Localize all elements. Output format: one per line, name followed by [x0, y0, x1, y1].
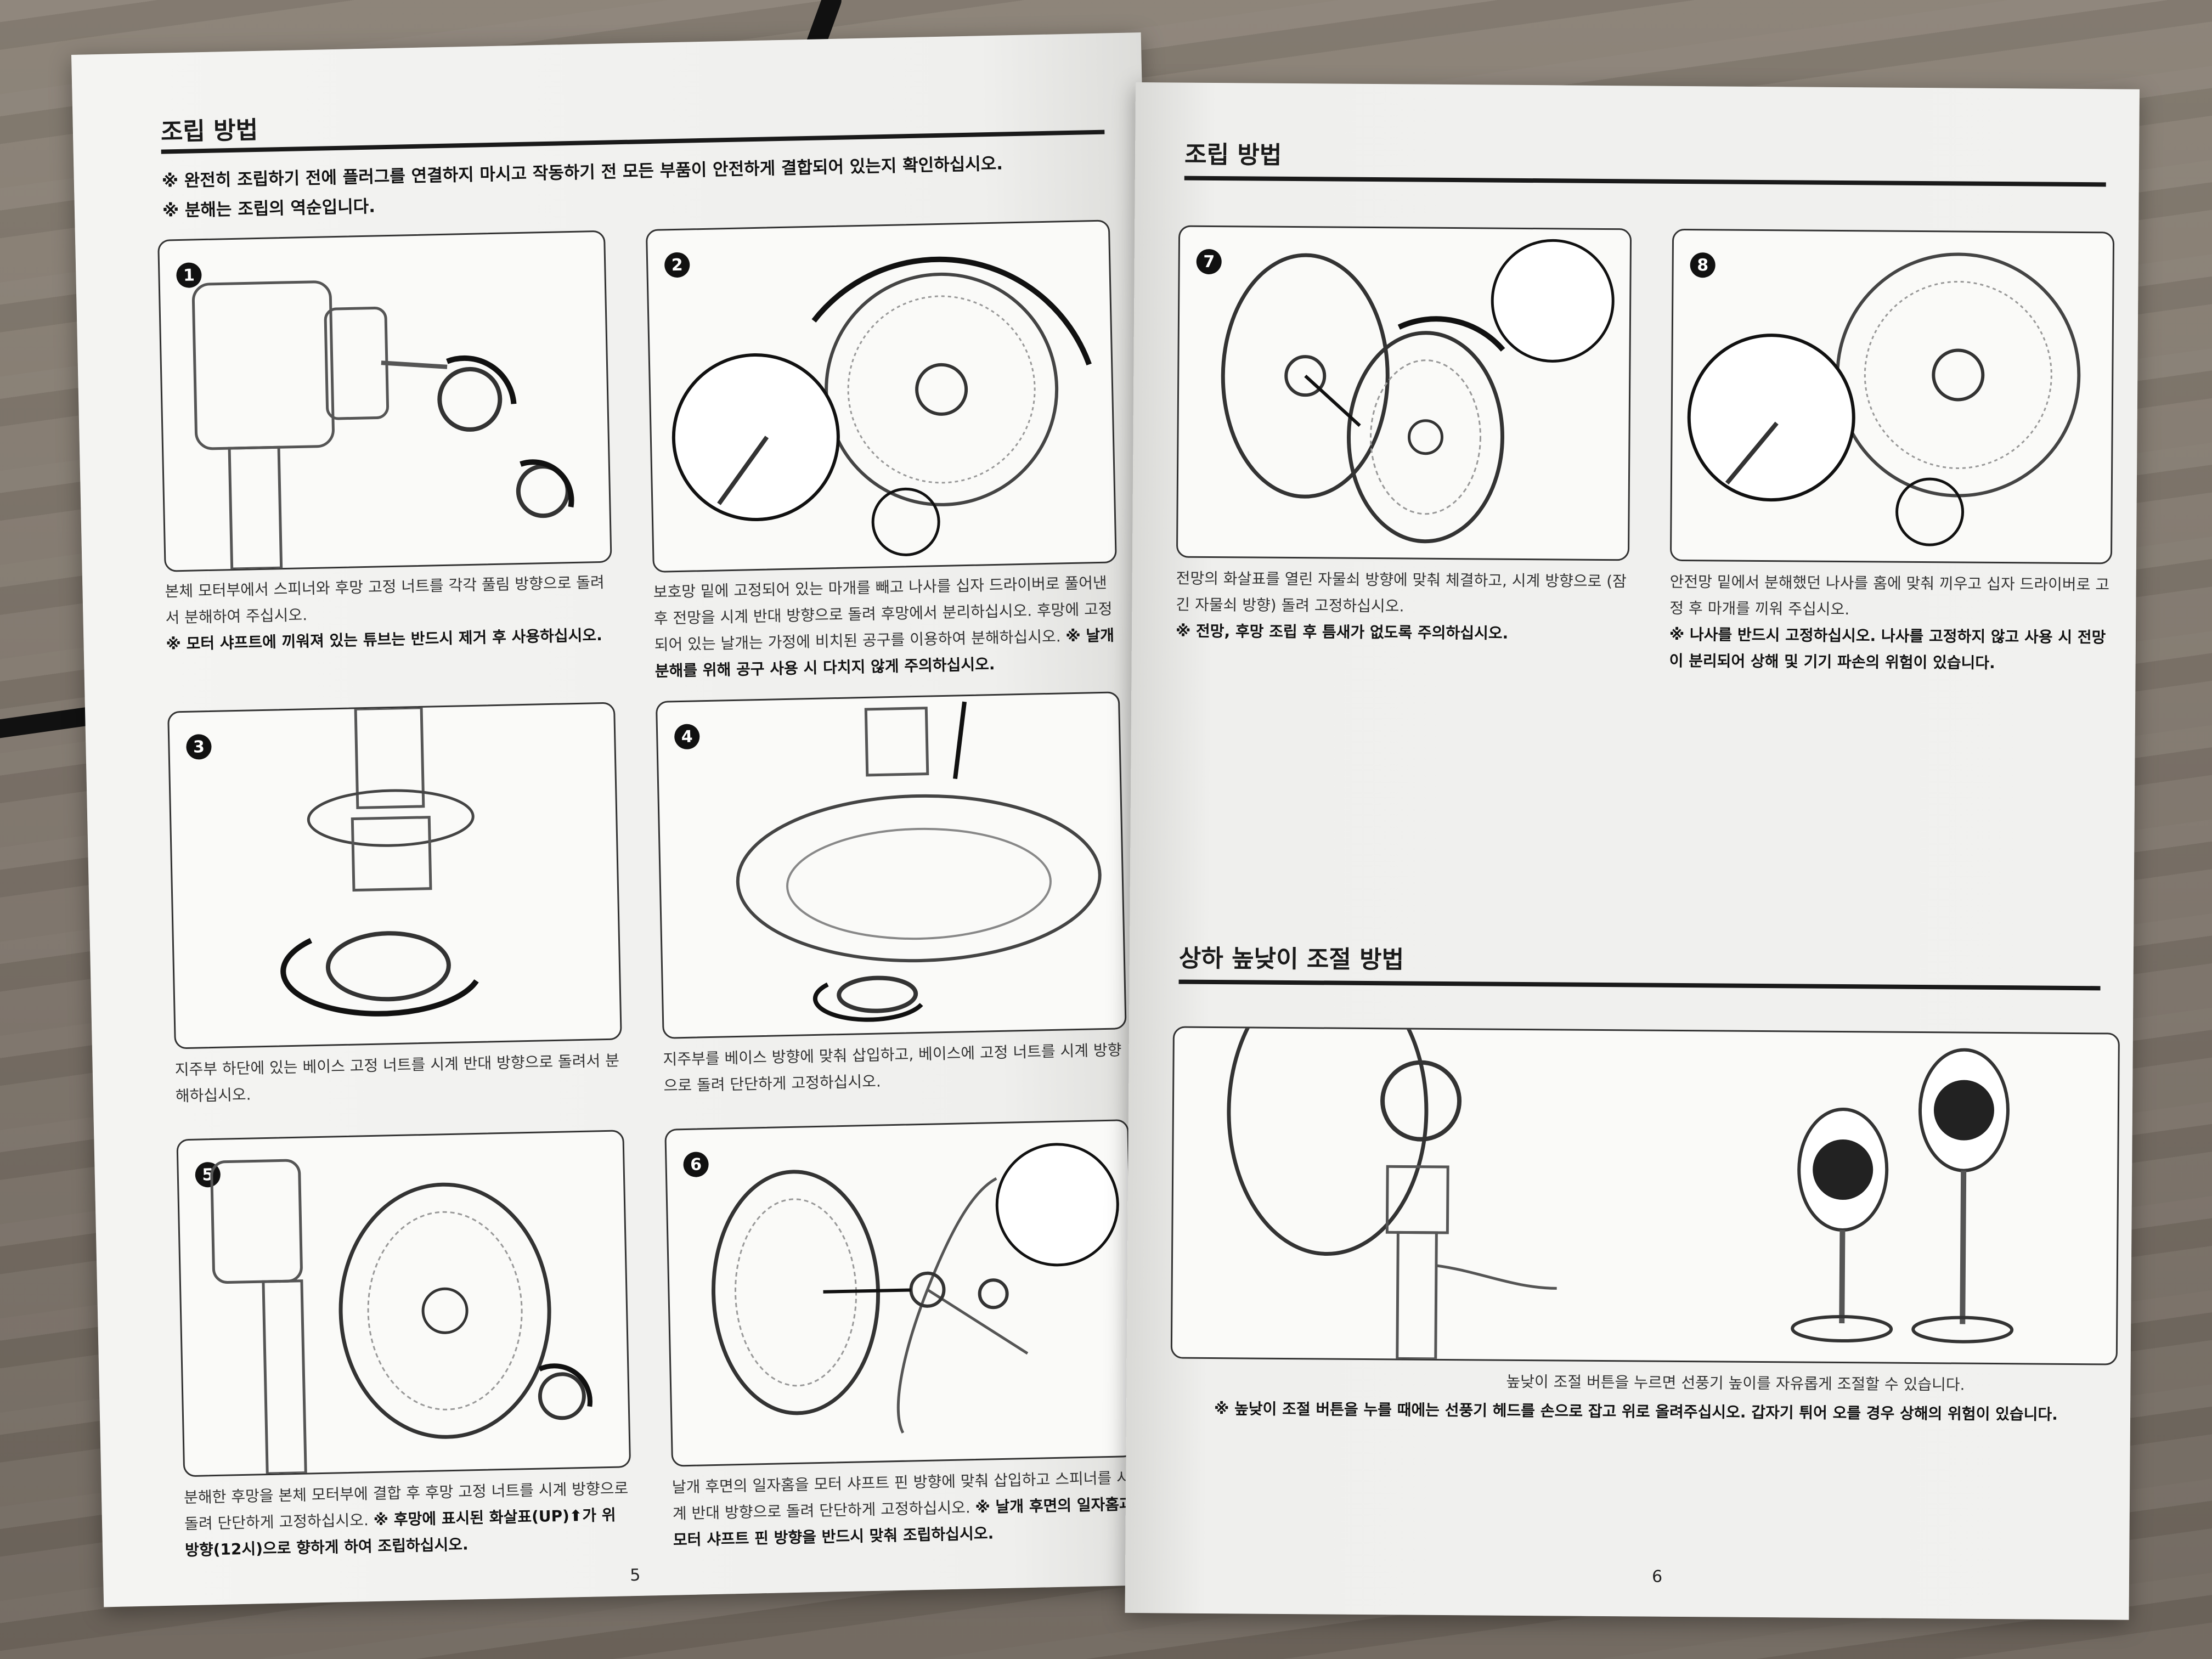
- step-6-illustration: 6: [664, 1119, 1136, 1467]
- step-3-illustration: 3: [167, 702, 622, 1049]
- rear-guard-drawing: [210, 1159, 592, 1475]
- height-section-title: 상하 높낮이 조절 방법: [1178, 944, 1404, 974]
- height-adjust-illustration: [1170, 1026, 2120, 1365]
- step-7-illustration: 7: [1176, 225, 1632, 561]
- manual-page-left: 조립 방법 ※ 완전히 조립하기 전에 플러그를 연결하지 마시고 작동하기 전…: [71, 32, 1173, 1607]
- front-guard-drawing: [1221, 239, 1615, 544]
- step-7-warning: ※ 전망, 후망 조립 후 틈새가 없도록 주의하십시오.: [1175, 622, 1509, 642]
- height-button-drawing: [1227, 1028, 2014, 1361]
- base-nut-drawing: [280, 706, 479, 1017]
- step-8-caption: 안전망 밑에서 분해했던 나사를 홈에 맞춰 끼우고 십자 드라이버로 고정 후…: [1669, 572, 2110, 619]
- pole-base-drawing: [736, 701, 1102, 1022]
- assembly-note-1: ※ 완전히 조립하기 전에 플러그를 연결하지 마시고 작동하기 전 모든 부품…: [161, 154, 1003, 191]
- page-title: 조립 방법: [160, 116, 258, 146]
- assembly-note-2: ※ 분해는 조립의 역순입니다.: [162, 196, 376, 221]
- motor-spinner-drawing: [191, 280, 574, 571]
- page-number-left: 5: [629, 1565, 641, 1585]
- step-5-illustration: 5: [176, 1130, 631, 1477]
- manual-page-right: 조립 방법 7 전망의 화살표를 열린 자물쇠 방향에 맞춰 체결하고, 시계 …: [1125, 82, 2140, 1620]
- step-1-illustration: 1: [157, 230, 612, 572]
- page-number-right: 6: [1651, 1567, 1663, 1587]
- title-rule: [1184, 176, 2106, 187]
- step-1-caption: 본체 모터부에서 스피너와 후망 고정 너트를 각각 풀림 방향으로 돌려서 분…: [165, 573, 605, 627]
- guard-removal-drawing: [672, 256, 1092, 556]
- step-8-illustration: 8: [1669, 228, 2115, 565]
- screw-fix-drawing: [1687, 252, 2081, 546]
- step-4-illustration: 4: [655, 691, 1127, 1039]
- step-2-caption: 보호망 밑에 고정되어 있는 마개를 빼고 나사를 십자 드라이버로 풀어낸 후…: [653, 573, 1113, 654]
- height-caption: 높낮이 조절 버튼을 누르면 선풍기 높이를 자유롭게 조절할 수 있습니다.: [1506, 1372, 1965, 1394]
- step-2-illustration: 2: [645, 219, 1117, 573]
- height-section-rule: [1178, 979, 2101, 991]
- step-7-caption: 전망의 화살표를 열린 자물쇠 방향에 맞춰 체결하고, 시계 방향으로 (잠긴…: [1176, 569, 1627, 616]
- step-6-caption: 날개 후면의 일자홈을 모터 샤프트 핀 방향에 맞춰 삽입하고 스피너를 시계…: [672, 1469, 1131, 1523]
- height-warning: ※ 높낮이 조절 버튼을 누를 때에는 선풍기 헤드를 손으로 잡고 위로 올려…: [1214, 1400, 2058, 1424]
- step-3-caption: 지주부 하단에 있는 베이스 고정 너트를 시계 반대 방향으로 돌려서 분해하…: [174, 1051, 620, 1105]
- step-1-warning: ※ 모터 샤프트에 끼워져 있는 튜브는 반드시 제거 후 사용하십시오.: [166, 625, 603, 653]
- blade-spinner-drawing: [711, 1143, 1119, 1434]
- step-4-caption: 지주부를 베이스 방향에 맞춰 삽입하고, 베이스에 고정 너트를 시계 방향으…: [663, 1041, 1122, 1095]
- page-title: 조립 방법: [1184, 140, 1282, 170]
- step-8-warning: ※ 나사를 반드시 고정하십시오. 나사를 고정하지 않고 사용 시 전망이 분…: [1669, 625, 2106, 672]
